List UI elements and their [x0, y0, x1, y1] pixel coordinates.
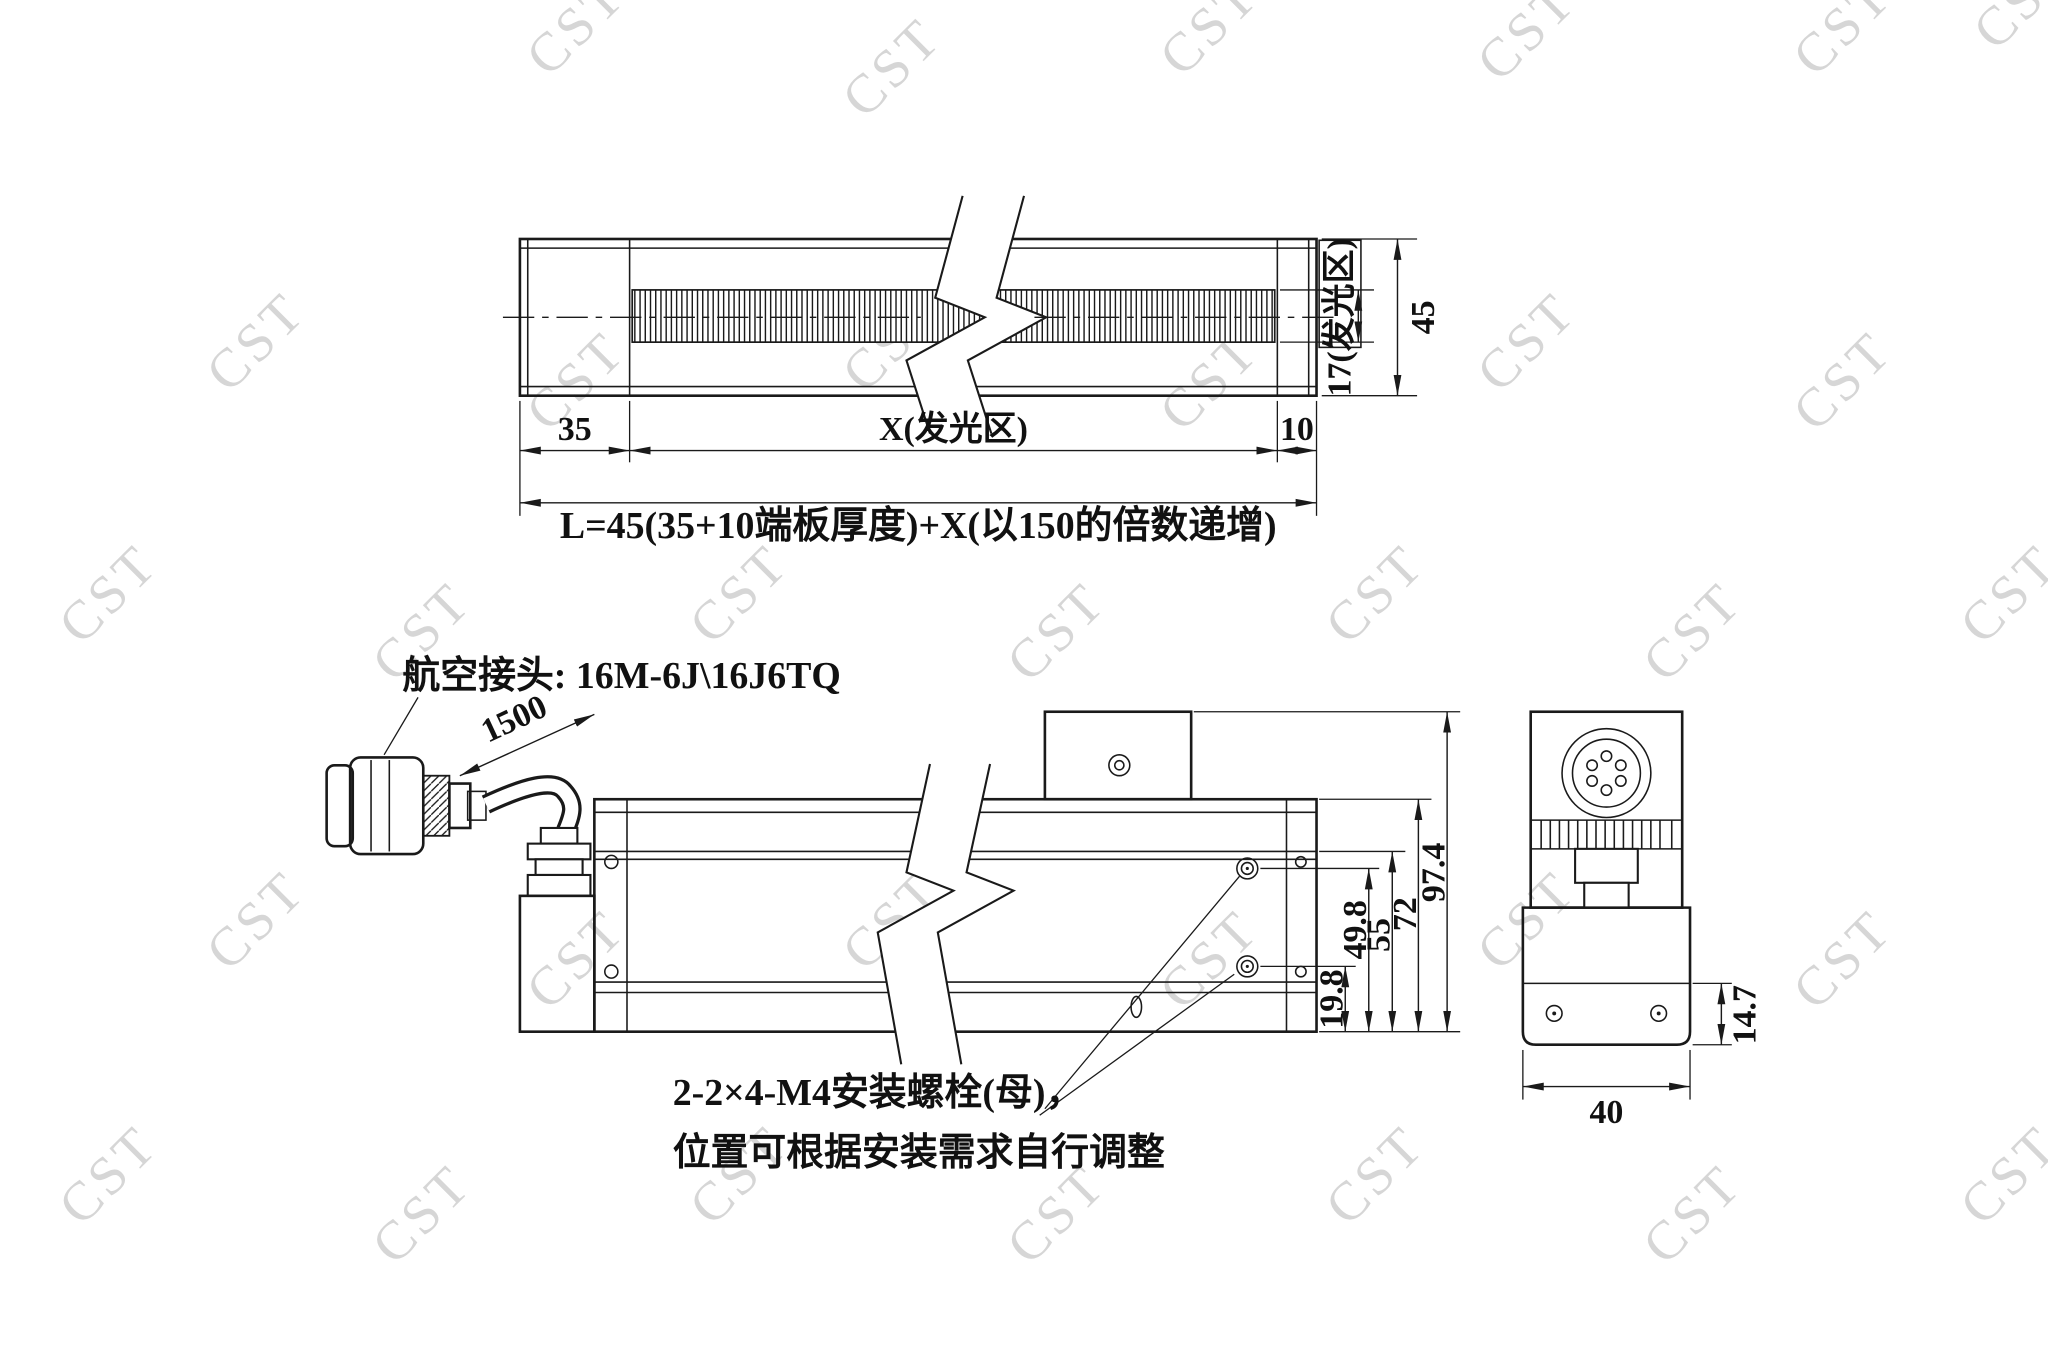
- dim-x-emitting: X(发光区): [879, 410, 1028, 448]
- dim-97-4: 97.4: [1416, 843, 1453, 902]
- bolt-leader-lines: [1039, 875, 1240, 1116]
- dim-45: 45: [1405, 300, 1442, 334]
- watermark: CST: [1313, 532, 1436, 655]
- watermark: CST: [677, 532, 800, 655]
- top-view-dimensions: 35 X(发光区) 10 17(发光区) 45 L=45(35+10端板厚度)+…: [519, 238, 1442, 547]
- watermark: CST: [194, 280, 317, 403]
- cable: [481, 775, 582, 835]
- end-view: 14.7 40: [1521, 710, 1763, 1131]
- dim-40: 40: [1589, 1094, 1623, 1131]
- watermark: CST: [1948, 532, 2048, 655]
- watermark: CST: [1961, 0, 2048, 61]
- length-formula: L=45(35+10端板厚度)+X(以150的倍数递增): [560, 505, 1277, 547]
- dim-19-8: 19.8: [1314, 969, 1351, 1028]
- note-line-1: 2-2×4-M4安装螺栓(母)，: [673, 1072, 1084, 1114]
- watermark: CST: [514, 898, 637, 1021]
- cable-gland: [526, 826, 592, 897]
- watermark: CST: [1781, 898, 1904, 1021]
- dim-72: 72: [1387, 897, 1424, 931]
- aviation-socket-face: [1561, 727, 1652, 819]
- dim-14-7: 14.7: [1726, 985, 1763, 1044]
- end-view-lower-body: [1521, 906, 1692, 1047]
- end-view-dimensions: 14.7 40: [1522, 982, 1763, 1131]
- watermark: CST: [830, 6, 953, 129]
- dim-17-emitting: 17(发光区): [1320, 238, 1358, 396]
- cable-length-dimension: 1500: [459, 688, 595, 777]
- watermark: CST: [46, 1114, 169, 1237]
- watermark: CST: [1465, 0, 1588, 92]
- watermark: CST: [995, 570, 1118, 693]
- connector-label: 航空接头: 16M-6J\16J6TQ: [402, 654, 841, 697]
- watermark: CST: [194, 859, 317, 982]
- side-view-dimensions: 19.8 49.8 55 72 97.4: [1193, 711, 1461, 1033]
- socket-collar: [1574, 847, 1639, 909]
- heatsink-fins: [1530, 819, 1683, 850]
- watermark: CST: [1631, 570, 1754, 693]
- watermark: CST: [1313, 1114, 1436, 1237]
- note-line-2: 位置可根据安装需求自行调整: [673, 1132, 1165, 1174]
- side-view-light-bar: 航空接头: 16M-6J\16J6TQ 1500 19.8 49.8 55 72…: [325, 654, 1461, 1174]
- mounting-note: 2-2×4-M4安装螺栓(母)， 位置可根据安装需求自行调整: [673, 1072, 1165, 1174]
- dim-49-8: 49.8: [1337, 900, 1374, 959]
- watermark: CST: [1781, 0, 1904, 87]
- mounting-bolt-upper: [1236, 857, 1259, 880]
- dim-55: 55: [1361, 918, 1398, 952]
- watermark: CST: [1147, 0, 1270, 87]
- connector-callout: 航空接头: 16M-6J\16J6TQ: [383, 654, 841, 756]
- watermark: CST: [1465, 280, 1588, 403]
- aviation-connector-plug: [325, 756, 487, 856]
- dim-17-frame: [1318, 239, 1362, 349]
- watermark: CST: [360, 1153, 483, 1276]
- top-view-light-bar: 35 X(发光区) 10 17(发光区) 45 L=45(35+10端板厚度)+…: [502, 195, 1442, 547]
- watermark: CST: [46, 532, 169, 655]
- watermark: CST: [514, 0, 637, 87]
- end-view-screws: [1545, 1004, 1668, 1023]
- break-symbol-side: [876, 763, 1017, 1065]
- watermark: CST: [1631, 1153, 1754, 1276]
- watermark: CST: [1147, 898, 1270, 1021]
- watermark: CST: [1948, 1114, 2048, 1237]
- watermark: CST: [1781, 320, 1904, 443]
- top-mounting-block: [1043, 710, 1193, 801]
- dim-10: 10: [1280, 411, 1314, 448]
- mounting-bolt-lower: [1236, 955, 1259, 978]
- dim-1500: 1500: [476, 688, 553, 750]
- dim-35: 35: [558, 411, 592, 448]
- watermark: CST: [1465, 859, 1588, 982]
